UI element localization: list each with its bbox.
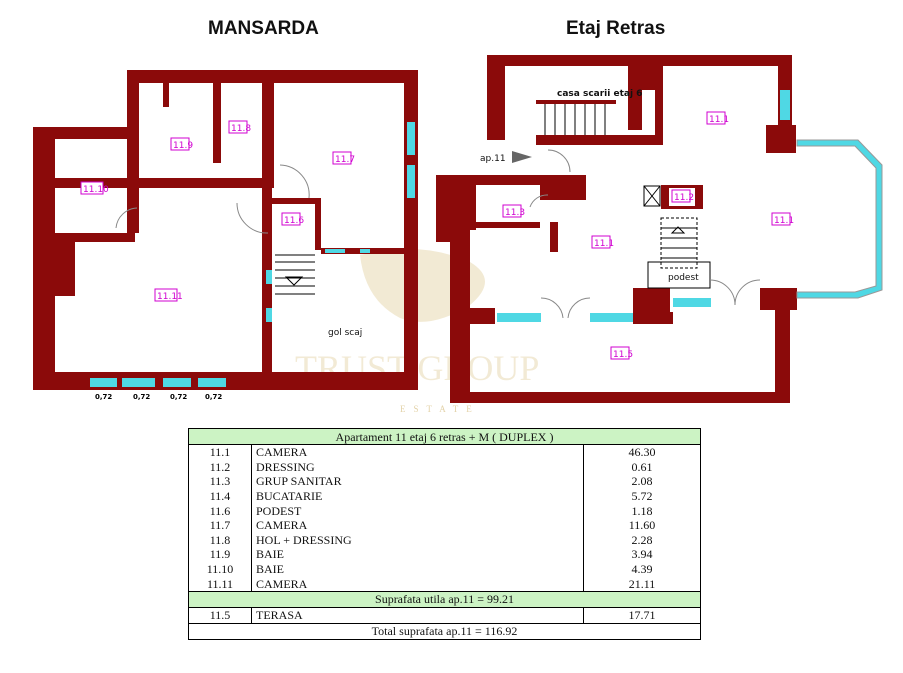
row-code: 11.9: [188, 547, 252, 562]
row-name: PODEST: [251, 503, 584, 518]
room-label: 11.9: [173, 141, 193, 151]
row-name: BAIE: [251, 561, 584, 577]
row-area: 11.60: [583, 517, 701, 533]
row-code: 11.11: [188, 576, 252, 592]
etaj-retras-windows: [497, 90, 883, 322]
subtotal-row: Suprafata utila ap.11 = 99.21: [188, 590, 701, 608]
row-area: 4.39: [583, 561, 701, 577]
room-label: 11.3: [505, 208, 525, 218]
row-name: CAMERA: [251, 517, 584, 533]
row-area: 5.72: [583, 488, 701, 504]
row-area: 17.71: [583, 606, 701, 624]
row-code: 11.4: [188, 488, 252, 504]
room-label: 11.10: [83, 185, 109, 195]
table-title: Apartament 11 etaj 6 retras + M ( DUPLEX…: [188, 428, 701, 445]
row-name: TERASA: [251, 606, 584, 624]
row-area: 0.61: [583, 459, 701, 475]
mansarda-stairs: [115, 164, 315, 295]
window-dim: 0,72: [133, 393, 150, 401]
row-name: GRUP SANITAR: [251, 474, 584, 489]
row-name: CAMERA: [251, 444, 584, 460]
row-code: 11.1: [188, 444, 252, 460]
row-code: 11.3: [188, 474, 252, 489]
row-name: BAIE: [251, 547, 584, 562]
entrance-arrow-icon: [512, 151, 532, 163]
total-row: Total suprafata ap.11 = 116.92: [188, 622, 701, 640]
row-code: 11.8: [188, 532, 252, 548]
window-dim: 0,72: [95, 393, 112, 401]
floor-plans: TRUST GROUP ESTATE: [33, 55, 883, 414]
row-area: 21.11: [583, 576, 701, 592]
stair-void-label: gol scaj: [328, 328, 362, 338]
room-label: 11.1: [594, 239, 614, 249]
row-code: 11.6: [188, 503, 252, 518]
etaj-retras-labels: ap.11 casa scarii etaj 6 podest 11.1 11.…: [480, 89, 794, 360]
terrace-row: 11.5 TERASA 17.71: [188, 606, 701, 624]
row-name: HOL + DRESSING: [251, 532, 584, 548]
mansarda-room-labels: 11.10 11.9 11.8 11.7 11.6 11.11 gol scaj…: [80, 120, 362, 401]
mansarda-plan: [33, 70, 418, 390]
mansarda-title: MANSARDA: [208, 18, 319, 39]
room-label: 11.11: [157, 292, 183, 302]
room-label: 11.7: [335, 155, 355, 165]
row-area: 46.30: [583, 444, 701, 460]
etaj-retras-title: Etaj Retras: [566, 18, 666, 39]
row-area: 2.28: [583, 532, 701, 548]
stairwell-label: casa scarii etaj 6: [557, 89, 642, 99]
row-code: 11.7: [188, 517, 252, 533]
row-name: DRESSING: [251, 459, 584, 475]
etaj-retras-plan: [436, 55, 797, 403]
room-label: 11.6: [284, 216, 304, 226]
row-area: 3.94: [583, 547, 701, 562]
room-label: 11.1: [709, 115, 729, 125]
mansarda-windows: [90, 122, 415, 387]
row-code: 11.2: [188, 459, 252, 475]
window-dim: 0,72: [170, 393, 187, 401]
row-area: 2.08: [583, 474, 701, 489]
row-code: 11.5: [188, 606, 252, 624]
entrance-label: ap.11: [480, 154, 506, 164]
area-table: Apartament 11 etaj 6 retras + M ( DUPLEX…: [188, 428, 701, 640]
room-label: 11.2: [674, 193, 694, 203]
watermark-sub: ESTATE: [400, 404, 480, 414]
room-label: 11.8: [231, 124, 251, 134]
landing-label: podest: [668, 273, 699, 283]
room-label: 11.5: [613, 350, 633, 360]
window-dim: 0,72: [205, 393, 222, 401]
room-label: 11.1: [774, 216, 794, 226]
row-name: BUCATARIE: [251, 488, 584, 504]
etaj-retras-lines: [529, 104, 761, 319]
row-code: 11.10: [188, 561, 252, 577]
row-name: CAMERA: [251, 576, 584, 592]
row-area: 1.18: [583, 503, 701, 518]
